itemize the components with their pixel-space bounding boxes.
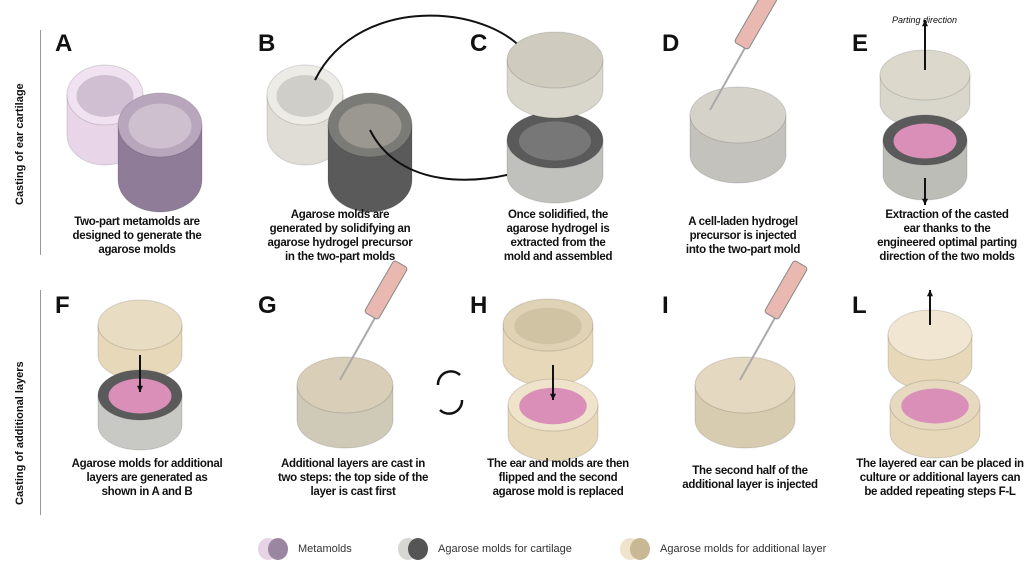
caption-line: The second half of the	[692, 465, 808, 477]
legend-cartilage-molds: Agarose molds for cartilage	[398, 538, 572, 560]
caption-line: direction of the two molds	[879, 251, 1015, 263]
panel-letter-e: E	[852, 30, 869, 57]
caption-line: Agarose molds are	[290, 209, 390, 221]
panel-caption-c: Once solidified, the agarose hydrogel is e…	[463, 208, 653, 264]
down-arrow-head	[136, 385, 144, 392]
panel-caption-f: Agarose molds for additional layers are g…	[52, 457, 242, 499]
additional-layer-mold-swatch-icon	[620, 538, 654, 560]
caption-line: be added repeating steps F-L	[864, 486, 1016, 498]
panel-caption-b: Agarose molds are generated by solidifyin…	[245, 208, 435, 264]
cartilage-mold-swatch-icon	[398, 538, 432, 560]
caption-line: agarose hydrogel is	[506, 223, 610, 235]
parting-direction-label: Parting direction	[892, 15, 958, 25]
row-divider	[40, 30, 41, 255]
layer-mold-top-top	[97, 299, 183, 351]
caption-line: The ear and molds are then	[487, 458, 629, 470]
panel-caption-d: A cell-laden hydrogel precursor is inject…	[648, 215, 838, 257]
panel-letter-l: L	[852, 292, 867, 319]
caption-line: generated by solidifying an	[269, 223, 411, 235]
transfer-arrow	[314, 14, 531, 81]
caption-line: into the two-part mold	[685, 244, 801, 256]
caption-line: flipped and the second	[498, 472, 618, 484]
cartilage-mold-bottom-ear	[519, 121, 591, 161]
assembled-layer-mold-top	[694, 356, 796, 414]
caption-line: Once solidified, the	[507, 209, 609, 221]
caption-line: designed to generate the	[72, 230, 202, 242]
down-arrow-head	[921, 198, 929, 205]
syringe	[364, 260, 408, 320]
caption-line: Agarose molds for additional	[71, 458, 223, 470]
caption-line: two steps: the top side of the	[277, 472, 429, 484]
caption-line: extracted from the	[510, 237, 606, 249]
caption-line: Extraction of the casted	[885, 209, 1009, 221]
caption-line: ear thanks to the	[903, 223, 991, 235]
panel-letter-h: H	[470, 292, 488, 319]
caption-line: culture or additional layers can	[859, 472, 1021, 484]
panel-caption-g: Additional layers are cast in two steps: …	[258, 457, 448, 499]
caption-line: Two-part metamolds are	[74, 216, 200, 228]
caption-line: layer is cast first	[310, 486, 396, 498]
caption-line: in the two-part molds	[285, 251, 395, 263]
panel-caption-i: The second half of the additional layer i…	[655, 464, 845, 492]
panel-letter-d: D	[662, 30, 680, 57]
caption-line: mold and assembled	[503, 251, 613, 263]
layer-mold-top-ear	[514, 307, 582, 345]
layer-mold-bottom-ear	[519, 387, 587, 425]
mold-bottom-ear	[893, 123, 957, 159]
legend-label: Agarose molds for cartilage	[438, 543, 572, 555]
panel-letter-b: B	[258, 30, 276, 57]
flip-icon	[439, 399, 464, 415]
panel-letter-i: I	[662, 292, 669, 319]
panel-caption-a: Two-part metamolds are designed to genera…	[42, 215, 232, 257]
parting-direction-arrow-head	[926, 290, 934, 297]
caption-line: A cell-laden hydrogel	[688, 216, 798, 228]
caption-line: agarose mold is replaced	[492, 486, 624, 498]
syringe	[764, 260, 808, 320]
caption-line: shown in A and B	[101, 486, 193, 498]
legend-metamolds: Metamolds	[258, 538, 352, 560]
panel-letter-a: A	[55, 30, 73, 57]
cartilage-mold-ear	[108, 378, 172, 414]
panel-caption-e: Extraction of the casted ear thanks to th…	[852, 208, 1024, 264]
assembled-mold-top	[689, 86, 787, 144]
legend-additional-layer-molds: Agarose molds for additional layer	[620, 538, 826, 560]
syringe	[734, 0, 778, 50]
caption-line: engineered optimal parting	[877, 237, 1017, 249]
panel-caption-h: The ear and molds are then flipped and th…	[463, 457, 653, 499]
caption-line: agarose hydrogel precursor	[267, 237, 413, 249]
caption-line: Additional layers are cast in	[280, 458, 426, 470]
caption-line: precursor is injected	[689, 230, 797, 242]
panel-caption-l: The layered ear can be placed in culture …	[845, 457, 1024, 499]
legend-label: Agarose molds for additional layer	[660, 543, 827, 555]
metamold-swatch-icon	[258, 538, 292, 560]
panel-letter-f: F	[55, 292, 70, 319]
parting-direction-arrow-head	[921, 20, 929, 27]
panel-letter-c: C	[470, 30, 488, 57]
legend-label: Metamolds	[298, 543, 352, 555]
caption-line: additional layer is injected	[682, 479, 818, 491]
layer-mold-bottom-ear	[901, 388, 969, 424]
agarose-mold-bottom-ear	[338, 103, 402, 149]
flip-icon	[436, 370, 461, 386]
cartilage-mold-top-top	[506, 31, 604, 89]
metamold-top-ear	[76, 75, 134, 117]
row-divider	[40, 290, 41, 515]
caption-line: agarose molds	[98, 244, 176, 256]
panel-letter-g: G	[258, 292, 277, 319]
metamold-bottom-ear	[128, 103, 192, 149]
caption-line: layers are generated as	[86, 472, 208, 484]
caption-line: The layered ear can be placed in	[856, 458, 1024, 470]
down-arrow-head	[549, 393, 557, 400]
assembled-mold-top	[296, 356, 394, 414]
agarose-mold-top-ear	[276, 75, 334, 117]
